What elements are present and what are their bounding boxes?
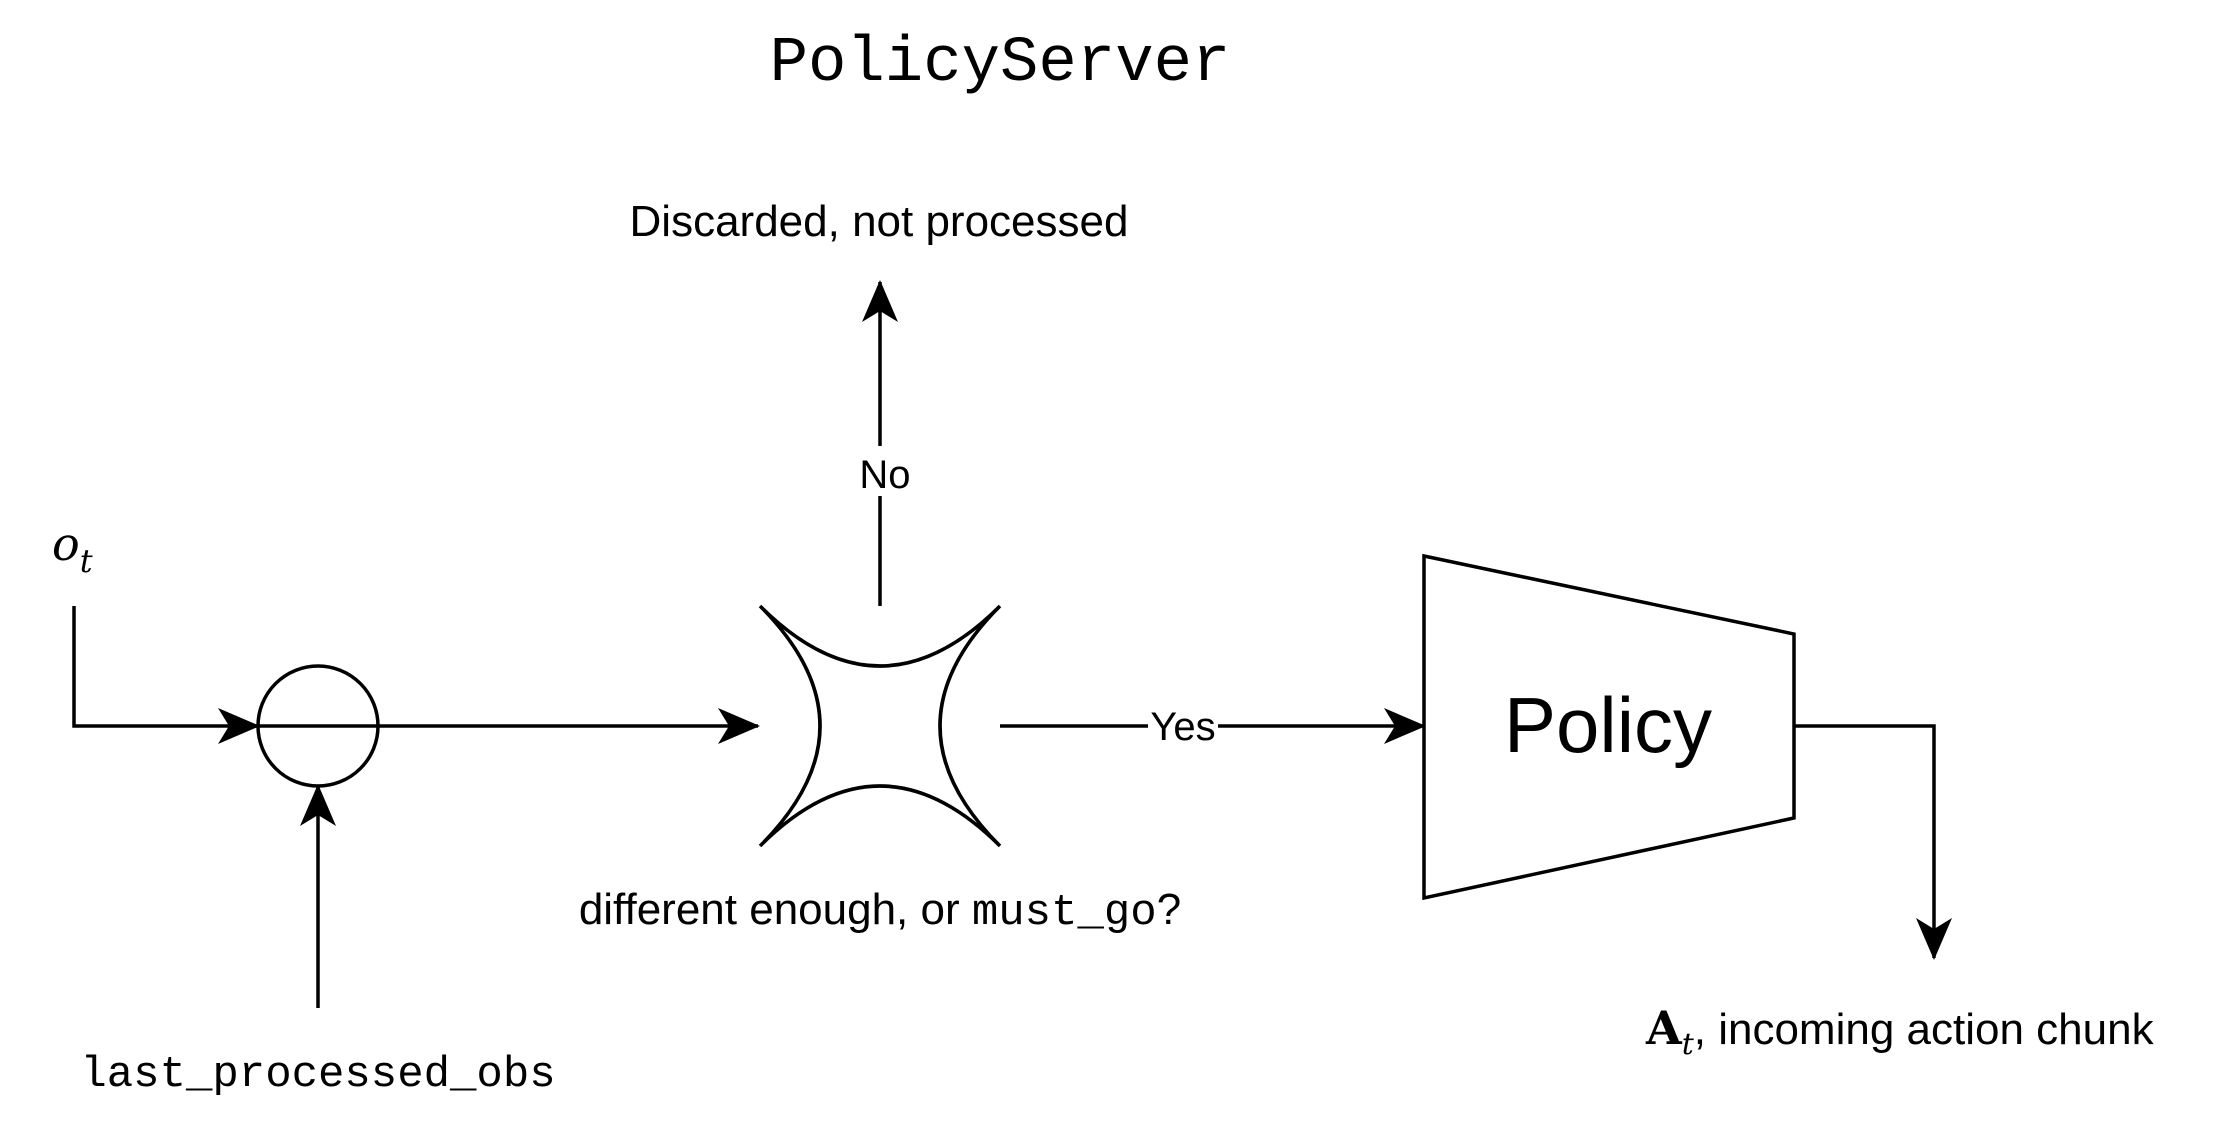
- action-label: At, incoming action chunk: [1645, 1001, 2155, 1062]
- observation-symbol: o: [52, 517, 80, 571]
- decision-filter-shape: [758, 604, 1002, 848]
- yes-label: Yes: [1150, 705, 1215, 749]
- observation-input-arrow: [72, 606, 260, 744]
- decision-end: ?: [1157, 885, 1181, 934]
- discarded-label: Discarded, not processed: [630, 197, 1129, 246]
- decision-text: different enough, or: [579, 885, 972, 934]
- observation-label: ot: [52, 517, 93, 580]
- action-text: , incoming action chunk: [1694, 1005, 2155, 1054]
- policy-block: [1422, 553, 1796, 901]
- no-label: No: [859, 453, 910, 497]
- action-output-arrow: [1794, 724, 1952, 960]
- decision-label: different enough, or must_go?: [579, 885, 1181, 938]
- action-subscript: t: [1682, 1027, 1695, 1062]
- diagram-title: PolicyServer: [770, 28, 1231, 100]
- observation-subscript: t: [80, 542, 93, 580]
- decision-code: must_go: [972, 888, 1157, 938]
- policy-label: Policy: [1504, 681, 1712, 769]
- action-symbol: A: [1645, 1001, 1683, 1055]
- last-obs-label: last_processed_obs: [80, 1050, 555, 1100]
